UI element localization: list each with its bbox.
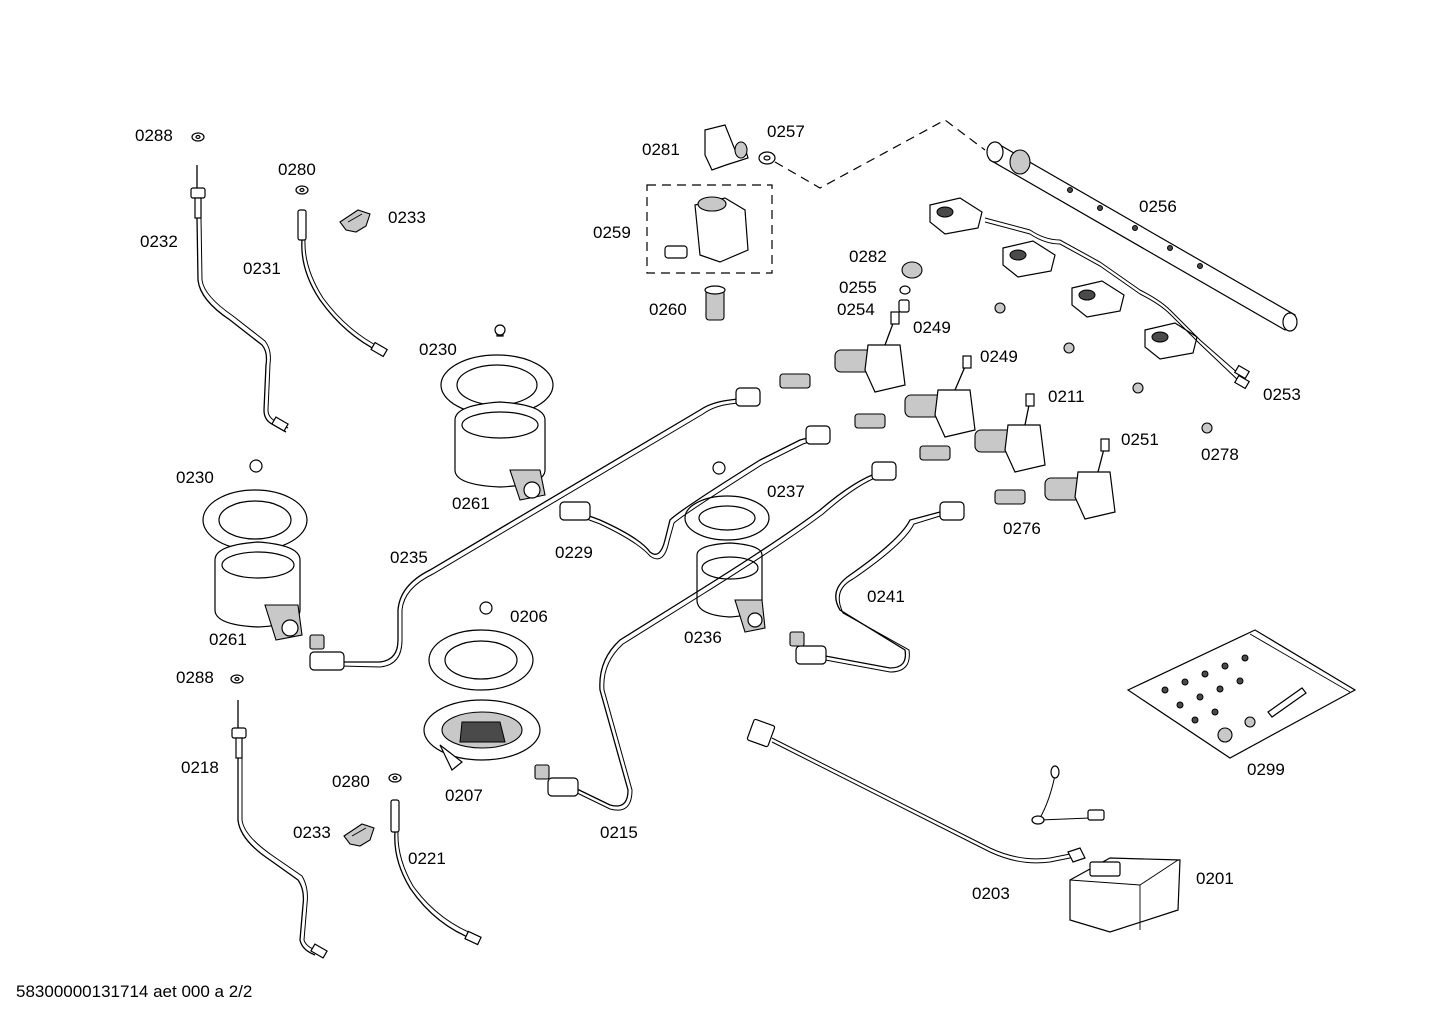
label-0257: 0257	[767, 122, 805, 141]
label-0282: 0282	[849, 247, 887, 266]
label-0218: 0218	[181, 758, 219, 777]
cable-harness-0203	[746, 718, 1105, 864]
gas-pipe-0229	[559, 425, 831, 560]
label-0249-first: 0249	[913, 318, 951, 337]
gas-tap-0249-1	[834, 311, 906, 393]
gas-pipe-0215	[547, 461, 897, 811]
gas-ramp-0256	[986, 141, 1298, 332]
label-0230-lower: 0230	[176, 468, 214, 487]
label-0233-bottom: 0233	[293, 823, 331, 842]
burner-0207	[423, 601, 541, 771]
label-0254: 0254	[837, 300, 875, 319]
gas-tap-0249-2	[904, 355, 976, 438]
small-parts-0282-0255-0254	[898, 261, 923, 313]
thermocouple-0218	[230, 674, 328, 959]
nozzle-fittings	[309, 373, 1026, 780]
ignition-switch-harness-0253	[929, 197, 1251, 390]
clip-0233-top	[339, 209, 371, 233]
label-0231: 0231	[243, 259, 281, 278]
label-0230-upper: 0230	[419, 340, 457, 359]
parts-bag-0299	[1126, 629, 1357, 759]
label-0281: 0281	[642, 140, 680, 159]
label-0288-top: 0288	[135, 126, 173, 145]
label-0221: 0221	[408, 849, 446, 868]
label-0256: 0256	[1139, 197, 1177, 216]
label-0249-second: 0249	[980, 347, 1018, 366]
label-0255: 0255	[839, 278, 877, 297]
gas-tap-0211	[974, 393, 1046, 473]
label-0211: 0211	[1048, 387, 1085, 406]
label-0299: 0299	[1247, 760, 1285, 779]
connection-dashline	[774, 119, 986, 189]
ignition-electrode-0221	[388, 773, 482, 946]
document-reference: 58300000131714 aet 000 a 2/2	[16, 982, 253, 1001]
label-0278: 0278	[1201, 445, 1239, 464]
part-labels: 0288 0232 0280 0231 0233 0230 0261 0230 …	[135, 122, 1301, 903]
label-0241: 0241	[867, 587, 905, 606]
label-0235: 0235	[390, 548, 428, 567]
label-0253: 0253	[1263, 385, 1301, 404]
label-0261-lower: 0261	[209, 630, 247, 649]
label-0261-upper: 0261	[452, 494, 490, 513]
gas-tap-0251	[1044, 438, 1116, 520]
burner-0261-lower	[202, 459, 308, 641]
burner-0261-upper	[440, 324, 554, 501]
label-0203: 0203	[972, 884, 1010, 903]
thermocouple-0232	[190, 132, 289, 433]
gas-pipe-0235	[309, 387, 761, 671]
elbow-connector-0281	[704, 124, 776, 171]
label-0207: 0207	[445, 786, 483, 805]
label-0280-top: 0280	[278, 160, 316, 179]
label-0251: 0251	[1121, 430, 1159, 449]
burner-0236	[684, 461, 770, 633]
nuts-0278	[994, 302, 1213, 434]
label-0201: 0201	[1196, 869, 1234, 888]
label-0276: 0276	[1003, 519, 1041, 538]
label-0233-top: 0233	[388, 208, 426, 227]
clip-0233-bottom	[343, 823, 375, 847]
regulator-0259	[646, 184, 773, 274]
label-0280-bottom: 0280	[332, 772, 370, 791]
label-0215: 0215	[600, 823, 638, 842]
label-0232: 0232	[140, 232, 178, 251]
label-0236: 0236	[684, 628, 722, 647]
control-box-0201	[1069, 857, 1181, 933]
label-0260: 0260	[649, 300, 687, 319]
fitting-0260	[704, 285, 726, 321]
ignition-electrode-0231	[295, 185, 389, 358]
label-0288-bottom: 0288	[176, 668, 214, 687]
label-0229: 0229	[555, 543, 593, 562]
label-0206: 0206	[510, 607, 548, 626]
label-0259: 0259	[593, 223, 631, 242]
gas-pipe-0241	[795, 501, 965, 673]
label-0237: 0237	[767, 482, 805, 501]
